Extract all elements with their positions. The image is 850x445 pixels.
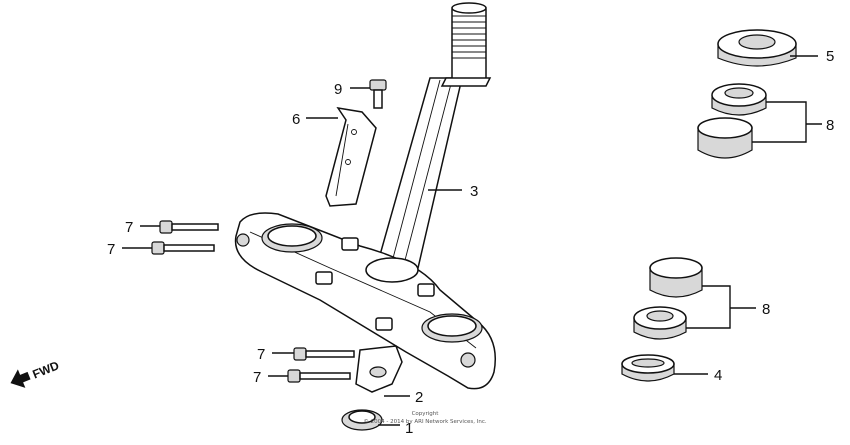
forward-label: FWD (31, 358, 62, 381)
copyright-line-2: © 2004 - 2014 by ARI Network Services, I… (363, 418, 486, 425)
leader-lines (122, 55, 822, 426)
bottom-bridge-bracket (234, 212, 496, 390)
bolt-part-9 (369, 79, 387, 109)
callout-8-lower: 8 (762, 301, 770, 318)
bolt-part-7-upper-2 (151, 241, 215, 255)
callout-7-upper-2: 7 (107, 241, 115, 258)
callout-3: 3 (470, 183, 478, 200)
cable-guide-part-2 (355, 345, 403, 393)
callout-5: 5 (826, 48, 834, 65)
stem-nut-part-5 (717, 29, 797, 67)
bearing-lower-part-8 (633, 306, 687, 340)
bearing-upper-part-8 (711, 83, 767, 116)
dust-seal-part-1 (341, 409, 383, 431)
copyright-line-1: Copyright (412, 411, 440, 417)
callout-6: 6 (292, 111, 300, 128)
callout-7-lower-2: 7 (253, 369, 261, 386)
callout-7-upper-1: 7 (125, 219, 133, 236)
bolt-part-7-lower-1 (293, 347, 355, 361)
race-upper-part-8 (697, 117, 753, 159)
dust-seal-part-4 (621, 354, 675, 382)
forward-direction-indicator: FWD (10, 358, 62, 388)
callout-4: 4 (714, 367, 722, 384)
callout-8-upper: 8 (826, 117, 834, 134)
callout-2: 2 (415, 389, 423, 406)
bolt-part-7-lower-2 (287, 369, 351, 383)
callout-7-lower-1: 7 (257, 346, 265, 363)
bracket-plate-part-6 (325, 106, 377, 207)
steering-stem-part-3 (377, 2, 492, 269)
callout-labels: 1 2 3 4 5 6 7 7 7 7 8 8 9 (107, 48, 834, 437)
copyright-notice: Copyright © 2004 - 2014 by ARI Network S… (363, 411, 486, 425)
callout-1: 1 (405, 420, 413, 437)
bolt-part-7-upper-1 (159, 220, 219, 234)
forward-arrow-icon (10, 369, 31, 388)
race-lower-part-8 (649, 257, 703, 298)
callout-9: 9 (334, 81, 342, 98)
